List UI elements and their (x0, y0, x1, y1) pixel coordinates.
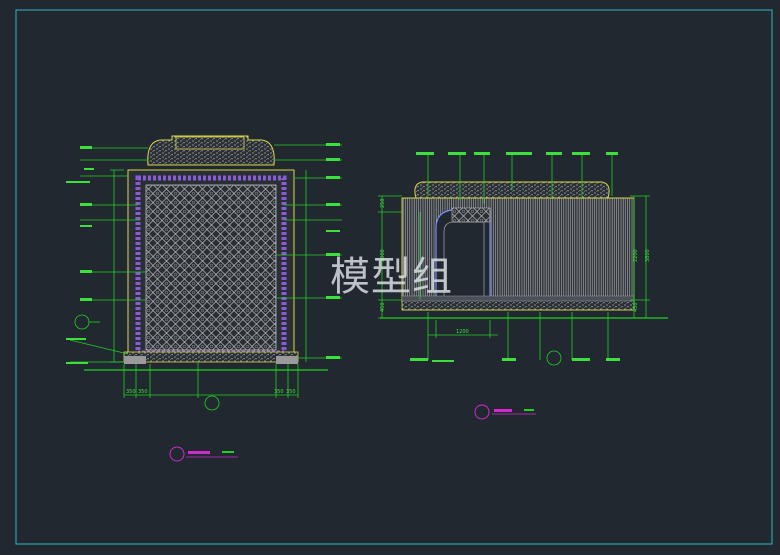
right-dim-right-2: 3800 (645, 249, 651, 262)
left-vertical-dimension (110, 169, 307, 363)
left-dim-2: 350 (138, 389, 148, 395)
right-title-bubble (474, 404, 490, 420)
right-dim-left-2: 2000 (380, 249, 386, 262)
left-roof-cap (147, 135, 275, 166)
right-vertical-dimension-left (378, 195, 421, 319)
left-title-bubble (169, 446, 185, 462)
right-bottom-leaders (427, 312, 609, 360)
right-lintel (451, 207, 491, 223)
left-dim-3: 350 (274, 389, 284, 395)
right-dim-left-1: 450 (380, 302, 386, 312)
right-dim-right-3: 450 (633, 302, 639, 312)
left-elevation: 350 350 350 350 (66, 135, 342, 462)
right-dim-right-1: 2200 (633, 249, 639, 262)
right-axis-bubble (546, 350, 562, 366)
left-lattice-panel (145, 184, 277, 351)
left-dim-4: 350 (286, 389, 296, 395)
right-base (401, 299, 635, 311)
drawing-frame (15, 9, 773, 545)
left-axis-bubble-bottom (204, 395, 220, 411)
right-bottom-dimension (428, 320, 498, 338)
left-base (123, 351, 299, 363)
right-vertical-dimension-right (630, 195, 650, 318)
left-base-step-r (276, 356, 298, 364)
right-elevation: 450 2000 250 2200 3800 450 1200 (378, 152, 668, 420)
left-base-step-l (124, 356, 146, 364)
left-dim-1: 350 (126, 389, 136, 395)
watermark-text: 模型组 (330, 254, 453, 300)
left-roof-plaque (175, 136, 245, 150)
right-bottom-labels (410, 358, 620, 362)
right-dim-bottom: 1200 (456, 329, 469, 335)
left-label-marks (66, 143, 340, 364)
left-frame-purple (135, 175, 287, 356)
right-top-leaders (427, 152, 613, 204)
left-axis-bubble-side (74, 314, 90, 330)
right-top-labels (416, 152, 618, 155)
left-bottom-dimension (123, 362, 299, 398)
right-dim-left-3: 250 (380, 198, 386, 208)
